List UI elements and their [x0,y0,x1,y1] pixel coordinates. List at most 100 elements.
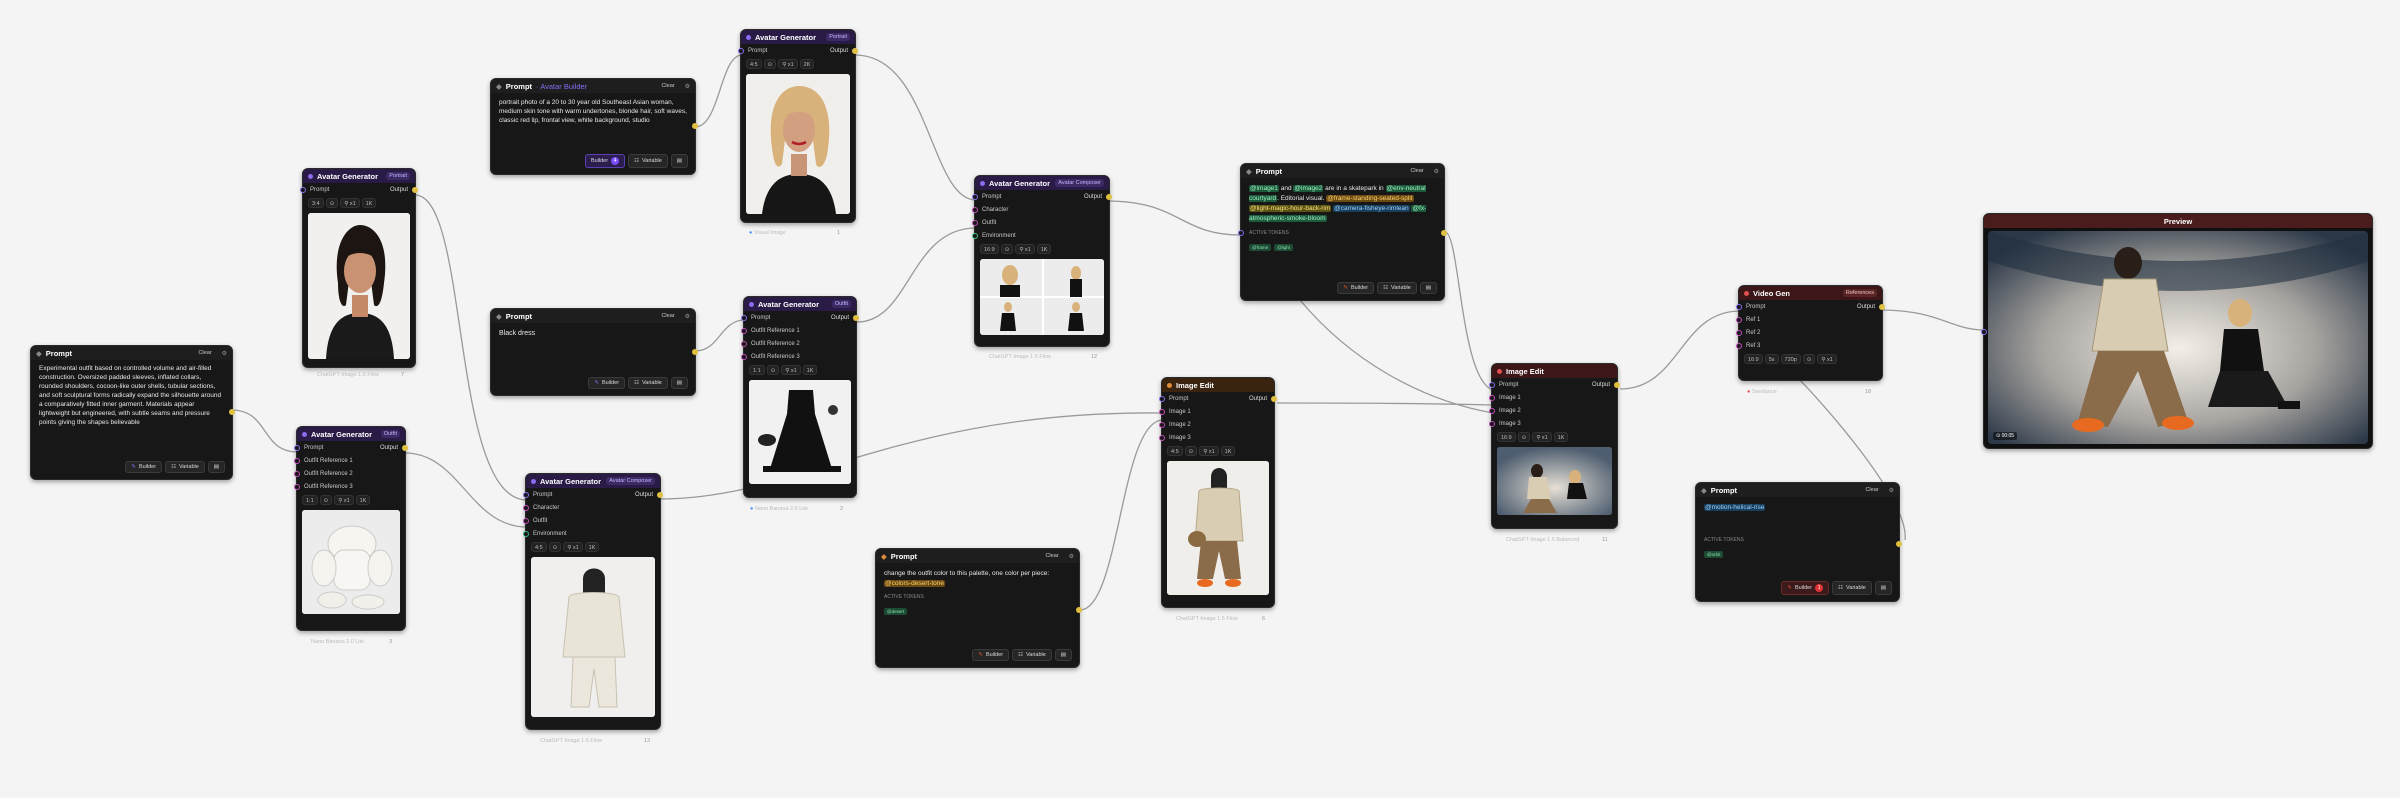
node-icon [1167,382,1172,388]
prompt-text[interactable]: change the outfit color to this palette,… [884,570,1050,587]
prompt-text[interactable]: Experimental outfit based on controlled … [39,365,222,426]
portrait-image[interactable] [308,213,410,359]
wire [1299,299,1494,414]
wire [1276,402,1494,406]
doc-button[interactable]: ▤ [1419,282,1437,294]
output-pin[interactable] [412,187,418,193]
composed-image[interactable] [531,557,655,717]
node-icon [308,173,313,179]
variable-icon: ☷ [1383,285,1389,291]
prompt-icon: ◆ [496,311,502,321]
variable-button[interactable]: ☷Variable [165,461,205,473]
gear-icon[interactable]: ⚙ [221,350,227,357]
wire [659,412,1164,500]
doc-button[interactable]: ▤ [1874,581,1892,595]
wire [1794,374,1906,541]
node-icon [746,34,751,40]
builder-icon: ✎ [1787,585,1792,591]
gear-icon[interactable]: ⚙ [1888,487,1894,494]
doc-icon: ▤ [676,158,682,164]
gear-icon[interactable]: ⚙ [684,313,690,320]
preview-node[interactable]: Preview ⊙ 00:05 [1981,213,2373,449]
input-pin[interactable] [300,187,306,193]
node-icon [531,478,536,484]
gear-icon[interactable]: ⚙ [1068,553,1074,560]
google-icon: ● [749,230,753,236]
doc-icon: ▤ [213,464,219,470]
variable-button[interactable]: ☷Variable [1012,649,1052,661]
doc-icon: ▤ [1425,285,1431,291]
builder-button[interactable]: ✎Builder [125,461,163,473]
doc-button[interactable]: ▤ [1054,649,1072,661]
doc-button[interactable]: ▤ [670,154,688,168]
wire [694,54,743,128]
builder-icon: ✎ [1343,285,1348,291]
wire [694,319,746,352]
seedance-icon: ● [1747,389,1751,395]
wire [230,409,299,453]
prompt-text[interactable]: Black dress [499,330,536,337]
prompt-icon: ◆ [496,81,502,91]
node-icon [302,431,307,437]
builder-button[interactable]: ✎Builder [1337,282,1375,294]
prompt-text[interactable]: @motion-helical-rise [1704,504,1766,511]
prompt-text[interactable]: @image1 and @image2 are in a skatepark i… [1249,185,1427,222]
variable-button[interactable]: ☷Variable [628,154,668,168]
builder-icon: ✎ [131,464,136,470]
portrait-image[interactable] [746,74,850,214]
variable-button[interactable]: ☷Variable [1377,282,1417,294]
builder-button[interactable]: ✎Builder [972,649,1010,661]
variable-button[interactable]: ☷Variable [628,377,668,389]
doc-icon: ▤ [1060,652,1066,658]
builder-button[interactable]: ✎Builder [588,377,626,389]
prompt-icon: ◆ [881,551,887,561]
result-count: 7 [401,372,405,378]
variable-icon: ☷ [634,158,640,164]
variable-button[interactable]: ☷Variable [1832,581,1872,595]
preview-video[interactable]: ⊙ 00:05 [1988,231,2368,444]
node-icon [749,301,754,307]
wire [854,54,977,201]
edited-image[interactable] [1167,461,1269,595]
google-icon: ● [750,506,754,512]
clear-button[interactable]: Clear [198,350,212,356]
prompt-icon: ◆ [36,348,42,358]
outfit-image[interactable] [749,380,851,484]
gear-icon[interactable]: ⚙ [1433,168,1439,175]
edited-image[interactable] [1497,447,1612,515]
prompt-icon: ◆ [1701,485,1707,495]
wire [414,194,528,501]
variable-icon: ☷ [1018,652,1024,658]
prompt-text[interactable]: portrait photo of a 20 to 30 year old So… [499,99,687,124]
builder-icon: ✎ [594,380,599,386]
gear-icon[interactable]: ⚙ [684,83,690,90]
output-pin[interactable] [229,409,235,415]
doc-button[interactable]: ▤ [207,461,225,473]
prompt-icon: ◆ [1246,166,1252,176]
composed-grid-image[interactable] [980,259,1104,335]
model-label: ChatGPT Image 1.5 Flow [317,372,379,378]
node-icon [1744,290,1749,296]
doc-button[interactable]: ▤ [670,377,688,389]
outfit-image[interactable] [302,510,400,614]
